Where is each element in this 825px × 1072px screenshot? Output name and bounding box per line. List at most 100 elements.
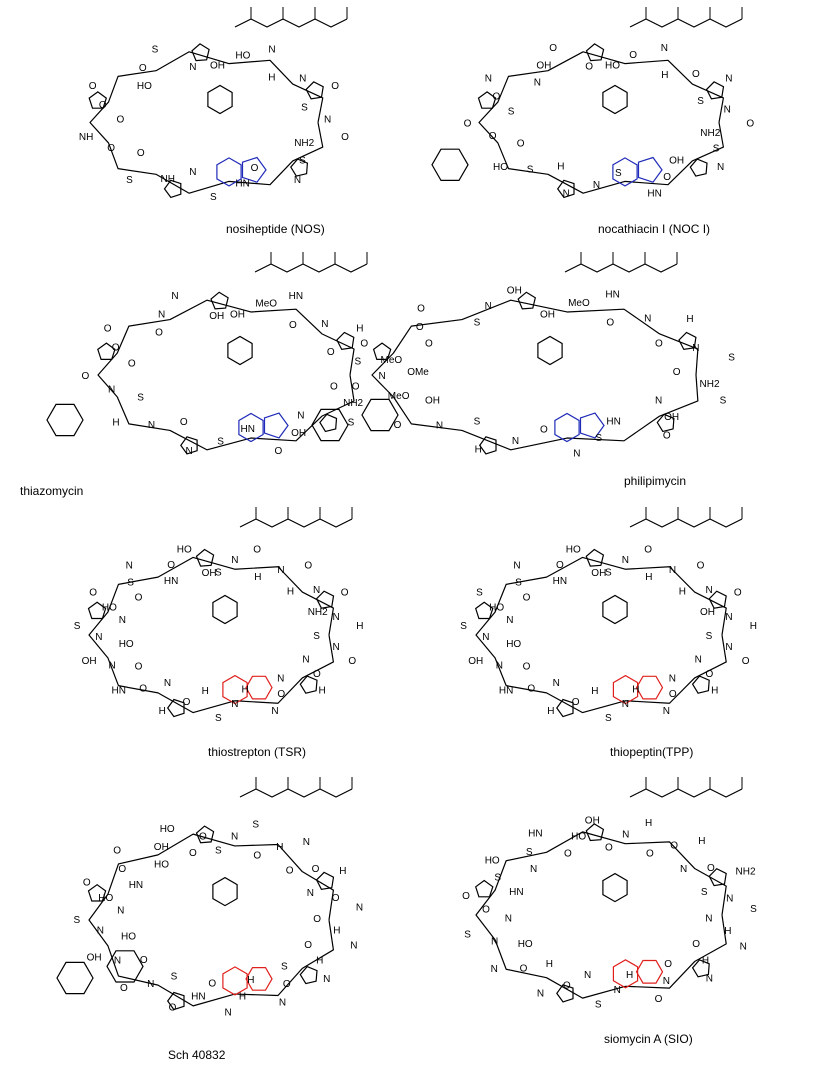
atom-label: O (283, 979, 291, 990)
atom-label: NH2 (294, 138, 314, 149)
macrocycle-backbone (371, 299, 699, 451)
highlight-ring-a (554, 412, 580, 443)
atom-label: O (118, 864, 126, 875)
atom-label: O (517, 138, 525, 149)
atom-label: O (180, 417, 188, 428)
atom-label: O (99, 100, 107, 111)
atom-label: H (242, 685, 249, 696)
atom-label: O (585, 62, 593, 73)
atom-label: S (474, 317, 481, 328)
thiazole-ring (556, 698, 574, 718)
atom-label: N (302, 655, 309, 666)
atom-label: H (316, 956, 323, 967)
atom-label: S (215, 567, 222, 578)
atom-label: O (572, 697, 580, 708)
atom-label: HO (571, 832, 586, 843)
atom-label: O (697, 560, 705, 571)
atom-label: S (508, 106, 515, 117)
atom-label: N (573, 448, 580, 459)
atom-label: N (622, 699, 629, 710)
thiazole-ring (87, 601, 107, 620)
atom-label: N (661, 43, 668, 54)
thiazole-ring (474, 879, 494, 898)
atom-label: S (348, 418, 355, 429)
atom-label: N (436, 421, 443, 432)
thiazole-ring (336, 331, 355, 351)
highlight-ring-b (241, 156, 267, 183)
atom-label: H (333, 926, 340, 937)
atom-label: N (114, 956, 121, 967)
atom-label: NH2 (736, 866, 756, 877)
atom-label: N (614, 985, 621, 996)
atom-label: O (208, 978, 216, 989)
thiazole-ring (477, 91, 497, 109)
compound-label-phi: philipimycin (624, 474, 687, 488)
atom-label: H (254, 572, 261, 583)
atom-label: N (669, 565, 676, 576)
atom-label: H (591, 686, 598, 697)
atom-label: N (491, 936, 498, 947)
thiazole-ring (305, 81, 324, 100)
dehydroalanine-tail (629, 518, 743, 528)
atom-label: HO (566, 544, 581, 555)
atom-label: OH (202, 568, 217, 579)
central-azacycle (537, 335, 563, 366)
atom-label: N (692, 343, 699, 354)
atom-label: O (120, 983, 128, 994)
atom-label: H (711, 686, 718, 697)
compound-label-tsr: thiostrepton (TSR) (208, 745, 307, 759)
atom-label: N (324, 115, 331, 126)
atom-label: H (645, 818, 652, 829)
atom-label: O (549, 43, 557, 54)
atom-label: N (534, 77, 541, 88)
atom-label: H (202, 686, 209, 697)
atom-label: O (644, 544, 652, 555)
thiazole-ring (319, 413, 338, 433)
atom-label: OH (468, 656, 483, 667)
thiazole-ring (517, 291, 536, 310)
atom-label: N (171, 291, 178, 302)
atom-label: O (313, 669, 321, 680)
atom-label: H (702, 955, 709, 966)
atom-label: O (556, 560, 564, 571)
macrocycle-backbone (89, 51, 324, 194)
atom-label: N (485, 301, 492, 312)
atom-label: O (183, 697, 191, 708)
atom-label: HO (489, 603, 504, 614)
thiazole-ring (708, 867, 727, 887)
atom-label: OH (82, 656, 97, 667)
atom-label: H (645, 572, 652, 583)
atom-label: HN (235, 179, 249, 190)
atom-label: O (425, 338, 433, 349)
atom-label: O (83, 878, 91, 889)
atom-label: O (113, 845, 121, 856)
atom-label: H (356, 323, 363, 334)
atom-label: O (527, 684, 535, 695)
atom-label: HN (509, 887, 523, 898)
thiazole-ring (299, 675, 318, 694)
sugar-ring (46, 403, 84, 437)
atom-label: HO (160, 824, 175, 835)
atom-label: N (482, 632, 489, 643)
atom-label: H (557, 162, 564, 173)
thiazole-ring (290, 158, 309, 177)
atom-label: O (140, 955, 148, 966)
compound-label-nos: nosiheptide (NOS) (226, 222, 325, 236)
atom-label: O (139, 63, 147, 74)
atom-label: HO (485, 855, 500, 866)
atom-label: S (474, 417, 481, 428)
thiazole-ring (195, 548, 215, 567)
atom-label: N (622, 555, 629, 566)
atom-label: N (189, 167, 196, 178)
atom-label: N (725, 73, 732, 84)
atom-label: NH2 (308, 607, 328, 618)
atom-label: H (547, 706, 554, 717)
atom-label: O (137, 148, 145, 159)
atom-label: O (734, 588, 742, 599)
central-azacycle (212, 594, 238, 625)
atom-label: MeO (381, 355, 403, 366)
central-azacycle (602, 594, 628, 625)
atom-label: S (171, 971, 178, 982)
atom-label: N (333, 612, 340, 623)
